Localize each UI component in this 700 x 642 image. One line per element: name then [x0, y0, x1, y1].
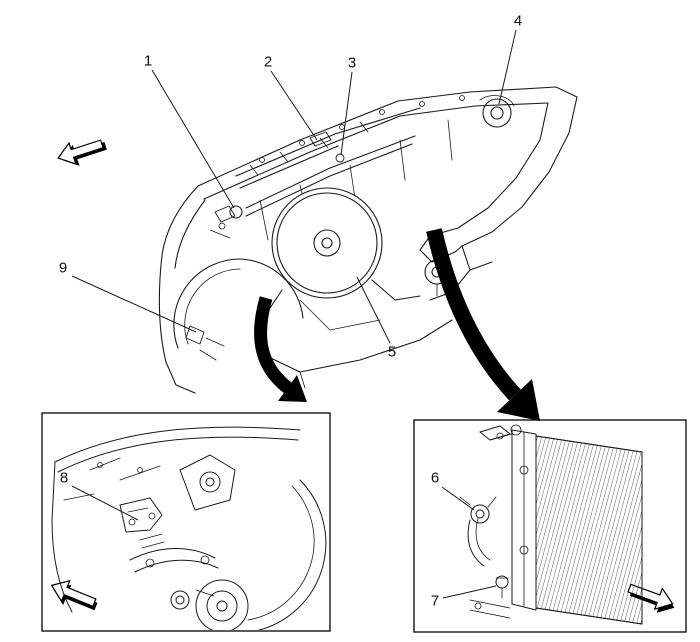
callout-2-label: 2 [263, 53, 273, 71]
leader-line-2 [270, 70, 318, 141]
callout-4-label: 4 [513, 12, 523, 30]
direction-arrow-left-inset [50, 579, 98, 611]
radiator-fins [535, 435, 643, 625]
callout-5-label: 5 [387, 343, 397, 361]
curved-arrow-to-left-inset [254, 296, 307, 402]
inset-left-wheelhouse-detail [51, 426, 327, 630]
leader-line-3 [340, 71, 353, 156]
leader-lines-main [71, 29, 517, 344]
inset-right-radiator-detail [459, 424, 643, 625]
leader-lines-left-inset [71, 485, 139, 521]
leader-line-6 [441, 486, 475, 511]
callout-7-label: 7 [430, 592, 440, 610]
inset-right-border [413, 419, 687, 633]
callout-1-label: 1 [143, 52, 153, 70]
leader-line-9 [71, 275, 197, 333]
leader-line-7 [442, 585, 497, 599]
inset-left-border [41, 412, 331, 632]
leader-lines-right-inset [441, 486, 497, 599]
leader-line-8 [71, 485, 139, 521]
direction-arrow-top-left [57, 139, 107, 166]
leader-line-5 [356, 276, 391, 344]
callout-9-label: 9 [58, 259, 68, 277]
callout-6-label: 6 [430, 469, 440, 487]
leader-line-1 [151, 69, 235, 209]
curved-arrow-to-right-inset [426, 228, 540, 421]
leader-line-4 [498, 29, 517, 105]
callout-3-label: 3 [347, 54, 357, 72]
main-illustration-front-end-assembly [158, 86, 578, 394]
callout-8-label: 8 [59, 469, 69, 487]
